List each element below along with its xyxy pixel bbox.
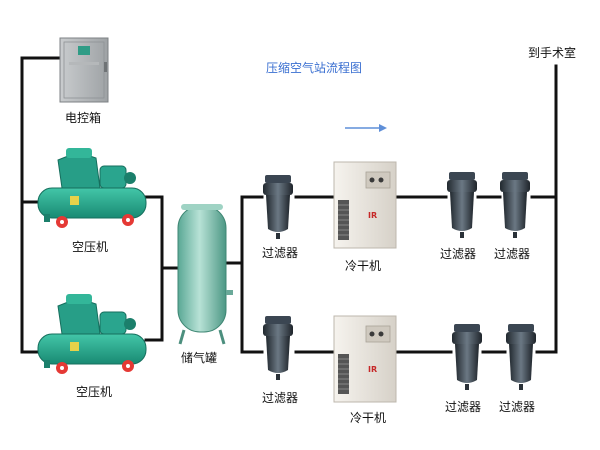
control-box-label: 电控箱 — [65, 111, 102, 125]
air-tank-icon — [177, 204, 233, 345]
compressor-top-pipe — [144, 195, 180, 270]
compressor-top-label: 空压机 — [72, 240, 109, 254]
dryer-top-icon: IR — [333, 161, 397, 249]
control-box-icon — [59, 37, 109, 103]
pipe-network — [20, 56, 558, 354]
compressor-bottom-pipe — [144, 266, 164, 342]
filter-bottom-1-label: 过滤器 — [262, 391, 299, 405]
compressor-bottom-label: 空压机 — [76, 385, 113, 399]
dryer-bottom-icon: IR — [333, 315, 397, 403]
filter-top-1-label: 过滤器 — [262, 246, 299, 260]
compressor-bottom-icon — [37, 294, 147, 374]
filter-top-3-icon — [500, 172, 530, 238]
filter-top-1-icon — [263, 175, 293, 239]
dryer-top-brand: IR — [368, 211, 377, 220]
diagram-title: 压缩空气站流程图 — [266, 61, 363, 75]
filter-bottom-2-label: 过滤器 — [445, 400, 482, 414]
filter-top-2-icon — [447, 172, 477, 238]
dryer-bottom-label: 冷干机 — [350, 411, 387, 425]
compressor-top-icon — [37, 148, 147, 228]
dryer-top-label: 冷干机 — [345, 259, 382, 273]
flow-arrow-icon — [345, 124, 387, 132]
dryer-bottom-brand: IR — [368, 365, 377, 374]
destination-label: 到手术室 — [528, 46, 577, 60]
tank-outlet-pipe — [226, 195, 264, 265]
tank-outlet-pipe-lower — [240, 261, 264, 354]
filter-bottom-1-icon — [263, 316, 293, 380]
air-tank-label: 储气罐 — [181, 351, 218, 365]
filter-top-2-label: 过滤器 — [440, 247, 477, 261]
filter-bottom-3-icon — [506, 324, 536, 390]
filter-bottom-2-icon — [452, 324, 482, 390]
filter-top-3-label: 过滤器 — [494, 247, 531, 261]
filter-bottom-3-label: 过滤器 — [499, 400, 536, 414]
control-wiring-pipe — [20, 56, 62, 354]
